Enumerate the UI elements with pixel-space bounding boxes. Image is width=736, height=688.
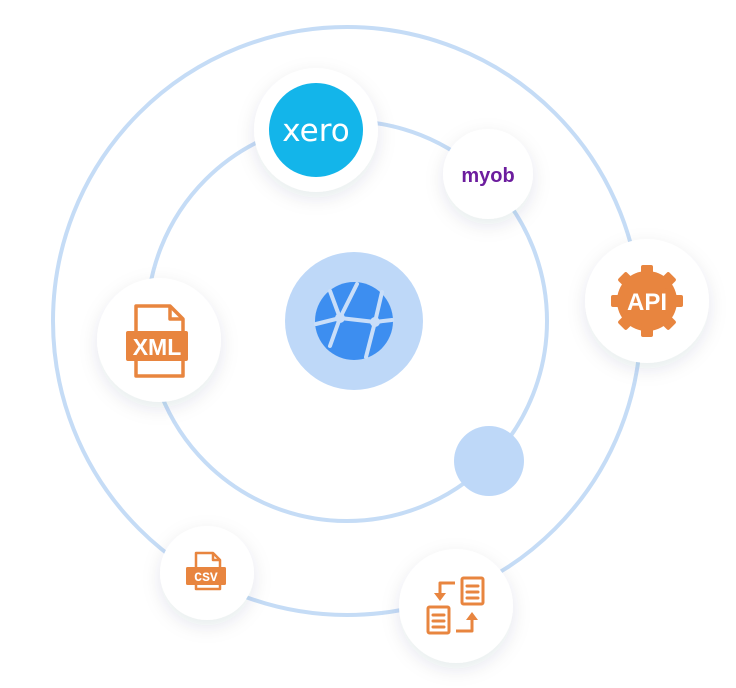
csv-file-icon: CSV: [186, 551, 226, 591]
gear-badge-icon: API: [611, 265, 683, 337]
myob-node: myob: [443, 129, 533, 219]
xero-label: xero: [282, 113, 350, 149]
xero-node: xero: [254, 68, 378, 192]
csv-node: CSV: [160, 526, 254, 620]
xml-file-icon: XML: [126, 304, 188, 378]
csv-label: CSV: [194, 570, 218, 585]
document-sync-icon: [426, 576, 485, 635]
sync-node: [399, 549, 513, 663]
globe-network-icon: [314, 282, 394, 360]
center-hub: [285, 252, 423, 390]
myob-logo: myob: [461, 165, 514, 187]
orbit-marker-dot: [454, 426, 524, 496]
xml-label: XML: [133, 334, 182, 360]
xml-node: XML: [97, 278, 221, 402]
xero-logo: [269, 83, 363, 177]
api-node: API: [585, 239, 709, 363]
api-label: API: [627, 289, 667, 316]
